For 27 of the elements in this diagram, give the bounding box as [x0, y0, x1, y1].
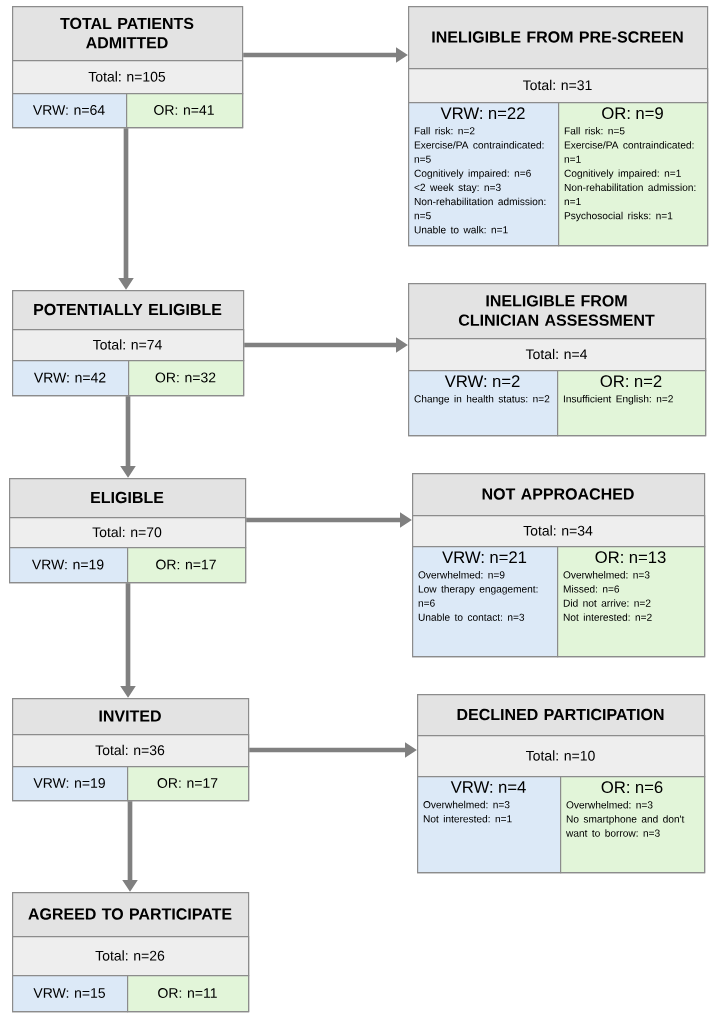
- group-cell: VRW: n=42: [12, 360, 130, 397]
- group-cell: OR: n=6 Overwhelmed: n=3 No smartphone and don't want to borrow: n=3: [560, 776, 706, 874]
- total-cell: Total: n=34: [412, 515, 706, 548]
- group-cell: VRW: n=2 Change in health status: n=2: [408, 370, 559, 437]
- group-cell: OR: n=11: [127, 975, 250, 1013]
- total-cell: Total: n=26: [12, 936, 250, 977]
- group-cell: VRW: n=19: [12, 766, 129, 802]
- group-cell: VRW: n=64: [12, 93, 128, 129]
- total-cell: Total: n=74: [12, 329, 245, 362]
- group-cell: OR: n=17: [127, 766, 250, 802]
- group-cell: OR: n=13 Overwhelmed: n=3 Missed: n=6 Did not arrive: n=2 Not interested: n=2: [557, 546, 706, 658]
- total-cell: Total: n=31: [408, 68, 709, 104]
- group-cell: OR: n=32: [128, 360, 245, 397]
- total-cell: Total: n=36: [12, 734, 250, 768]
- group-cell: OR: n=17: [127, 547, 247, 584]
- group-cell: VRW: n=15: [12, 975, 129, 1013]
- total-cell: Total: n=4: [408, 338, 707, 372]
- total-cell: Total: n=10: [417, 735, 706, 778]
- group-cell: VRW: n=4 Overwhelmed: n=3 Not interested: n=1: [417, 776, 562, 874]
- group-cell: VRW: n=22 Fall risk: n=2 Exercise/PA contraindicated: n=5 Cognitively impaired: n=6 <2 week stay: n=3 Non-rehabilitation admission: n=5 Unable to walk: n=1: [408, 102, 560, 247]
- group-cell: VRW: n=19: [9, 547, 129, 584]
- total-cell: Total: n=70: [9, 517, 247, 549]
- group-cell: VRW: n=21 Overwhelmed: n=9 Low therapy engagement: n=6 Unable to contact: n=3: [412, 546, 559, 658]
- group-cell: OR: n=9 Fall risk: n=5 Exercise/PA contraindicated: n=1 Cognitively impaired: n=1 Non-rehabilitation admission: n=1 Psychosocial risks: n=1: [558, 102, 709, 247]
- group-cell: OR: n=2 Insufficient English: n=2: [557, 370, 707, 437]
- total-cell: Total: n=105: [12, 60, 244, 95]
- group-cell: OR: n=41: [126, 93, 244, 129]
